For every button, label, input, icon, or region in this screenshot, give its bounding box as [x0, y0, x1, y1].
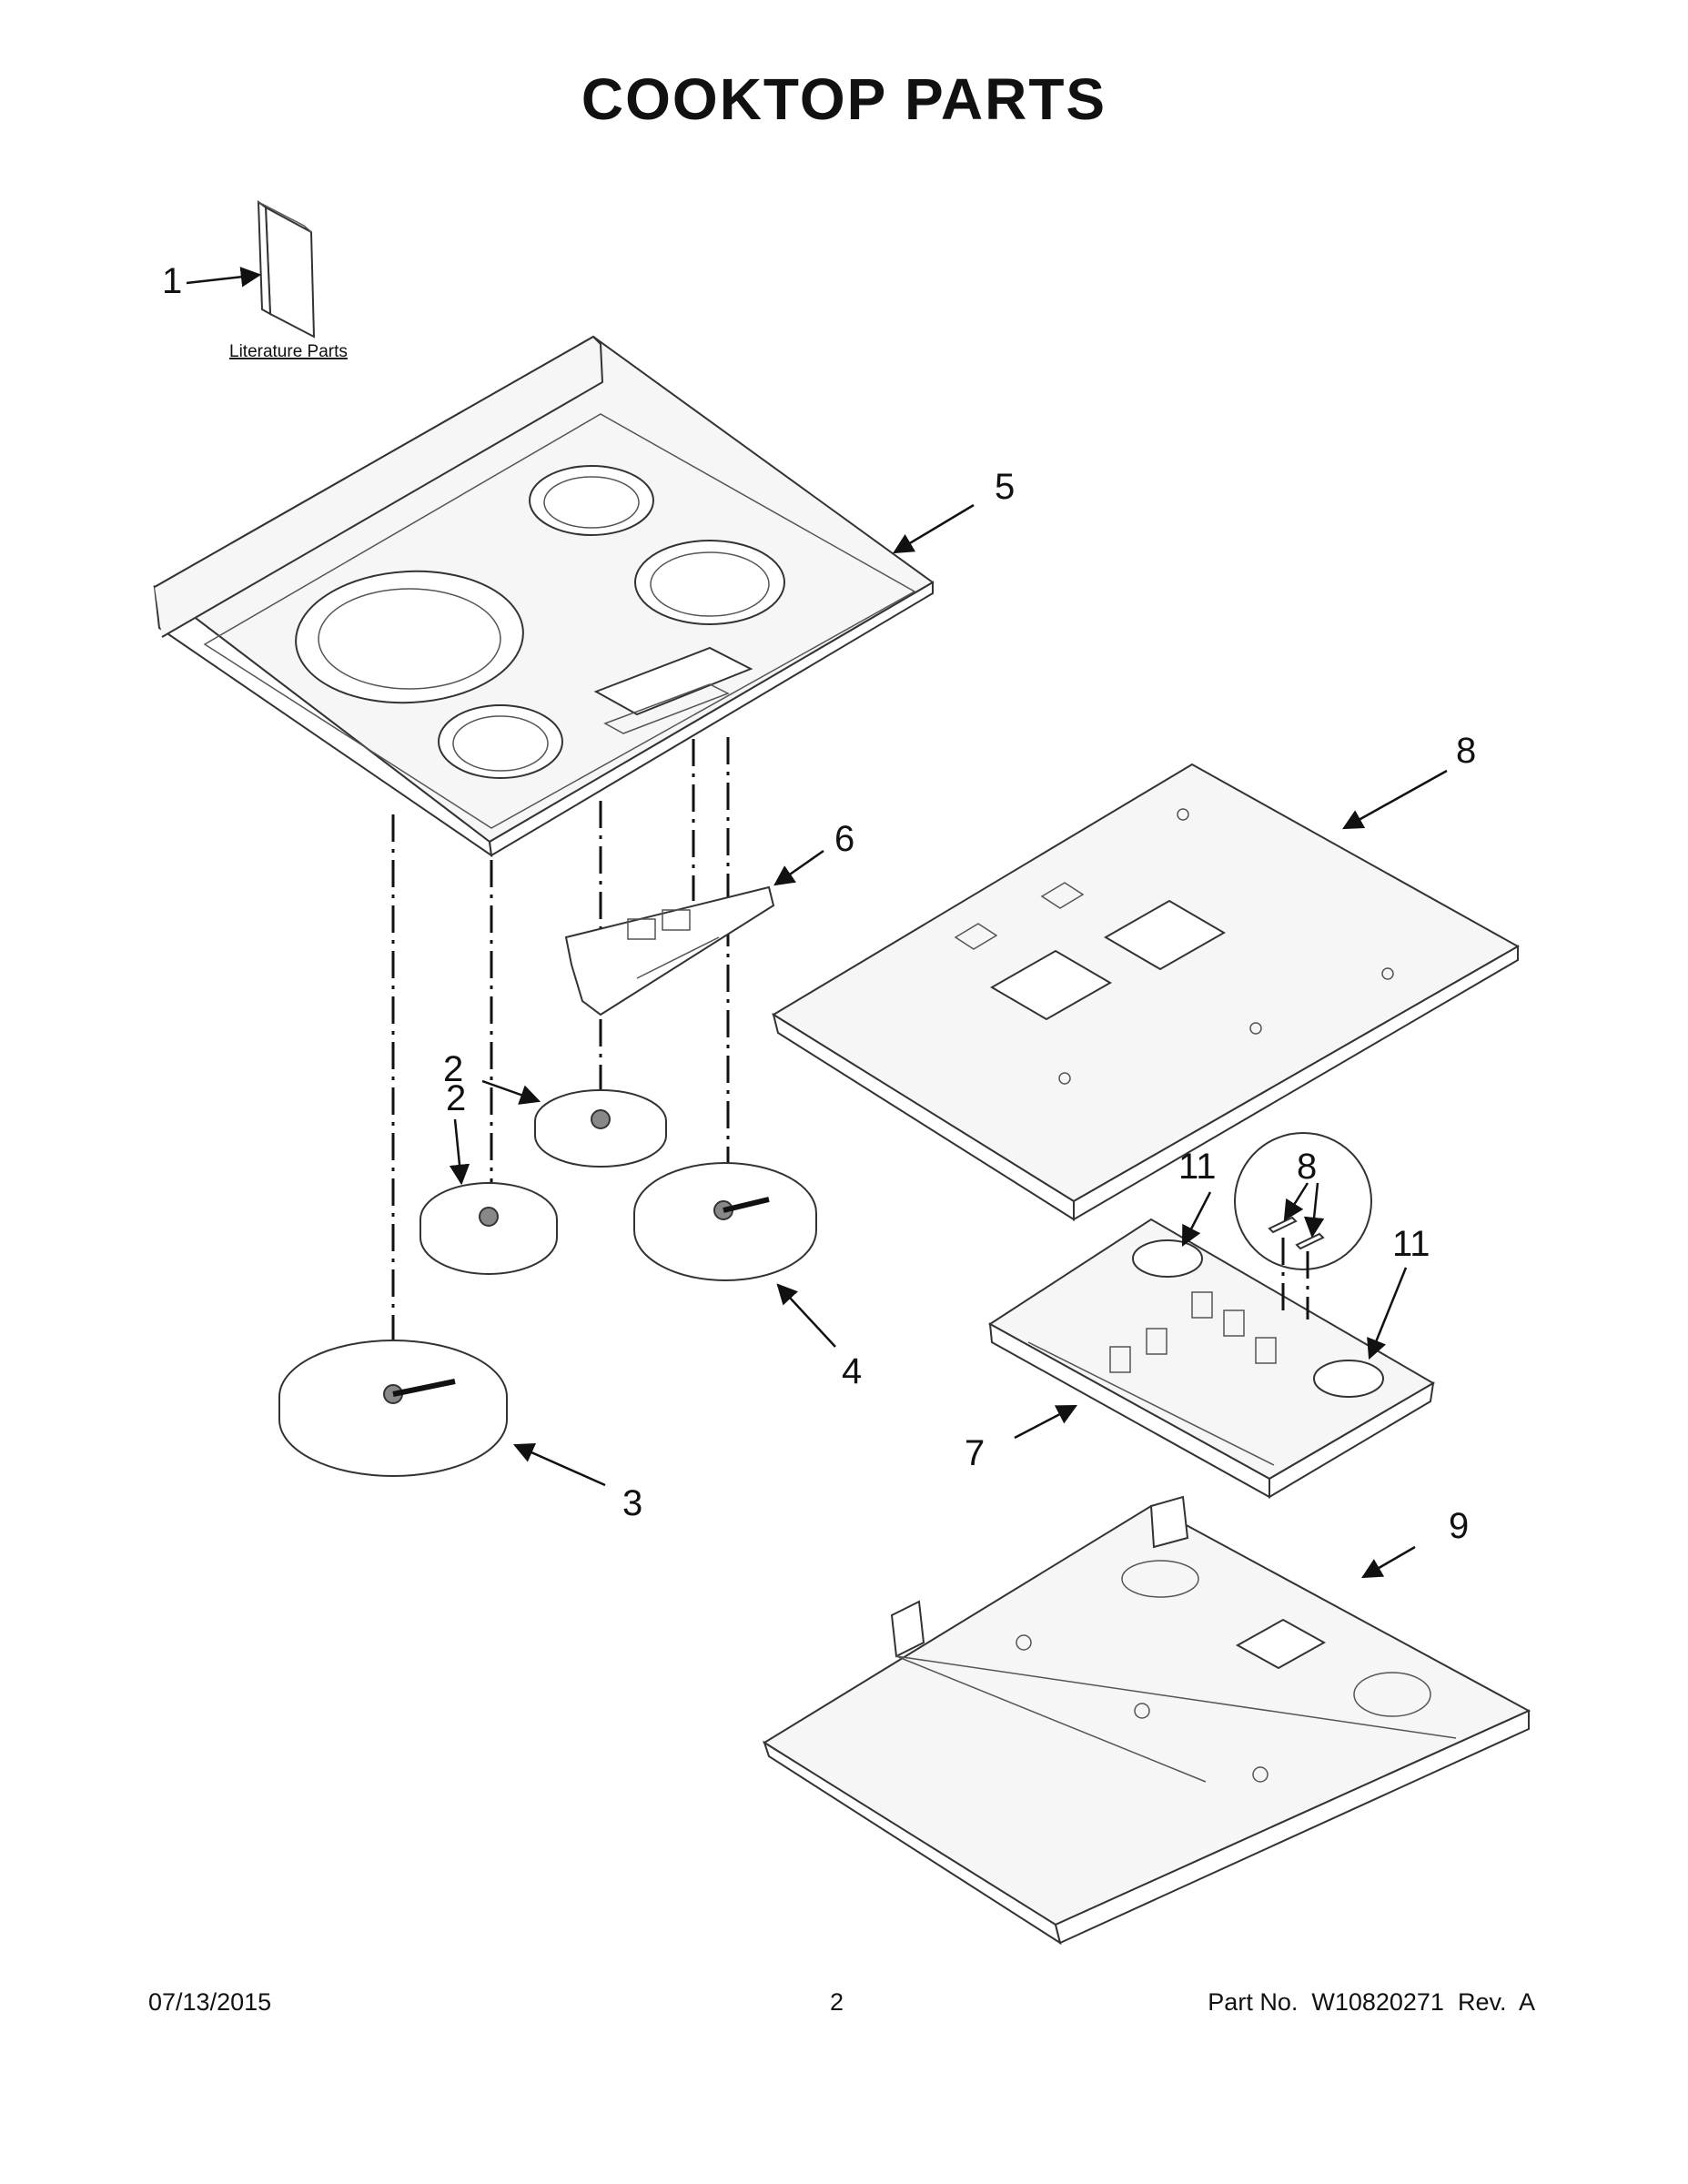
callout-2a-leader [481, 1079, 541, 1105]
footer-date: 07/13/2015 [148, 1988, 272, 2016]
callout-8-leader-b [1303, 1182, 1325, 1239]
generator-board-assembly [988, 1218, 1435, 1499]
callout-10: 9 [1449, 1506, 1469, 1546]
callout-5-leader [893, 503, 975, 554]
callout-2a: 2 [443, 1049, 463, 1089]
callout-2b-leader [449, 1118, 470, 1186]
small-element-upper [534, 1089, 667, 1168]
footer-part-number: Part No. W10820271 Rev. A [1208, 1988, 1535, 2016]
literature-parts-label: Literature Parts [229, 342, 348, 361]
callout-11b-leader [1367, 1267, 1408, 1360]
bottom-tray [763, 1495, 1531, 1946]
callout-4: 4 [842, 1351, 862, 1391]
callout-8-leader-a [1283, 1182, 1309, 1221]
small-element-lower [419, 1182, 558, 1275]
page-title: COOKTOP PARTS [581, 66, 1107, 132]
medium-element [633, 1162, 817, 1281]
callout-8: 8 [1297, 1147, 1317, 1187]
callout-9-leader [1342, 769, 1448, 830]
cooktop-top [153, 335, 935, 858]
callout-7: 7 [965, 1433, 985, 1473]
callout-4-leader [776, 1283, 836, 1348]
callout-10-leader [1361, 1545, 1416, 1579]
callout-6-leader [773, 849, 824, 886]
callout-5: 5 [995, 467, 1015, 507]
callout-9: 8 [1456, 731, 1476, 771]
literature-booklet [257, 199, 316, 339]
callout-2b: 2 [446, 1078, 466, 1118]
callout-11a: 11 [1178, 1147, 1217, 1187]
callout-6: 6 [834, 819, 854, 859]
callout-11a-leader [1181, 1191, 1212, 1247]
callout-3-leader [512, 1442, 606, 1487]
control-board [564, 885, 775, 1016]
callout-7-leader [1014, 1404, 1077, 1440]
large-element [278, 1340, 508, 1477]
footer-page-number: 2 [830, 1988, 844, 2016]
callout-1: 1 [162, 261, 182, 301]
callout-1-leader [186, 267, 262, 288]
heat-shield-plate [772, 763, 1521, 1221]
callout-11b: 11 [1392, 1224, 1430, 1264]
callout-3: 3 [622, 1483, 642, 1523]
